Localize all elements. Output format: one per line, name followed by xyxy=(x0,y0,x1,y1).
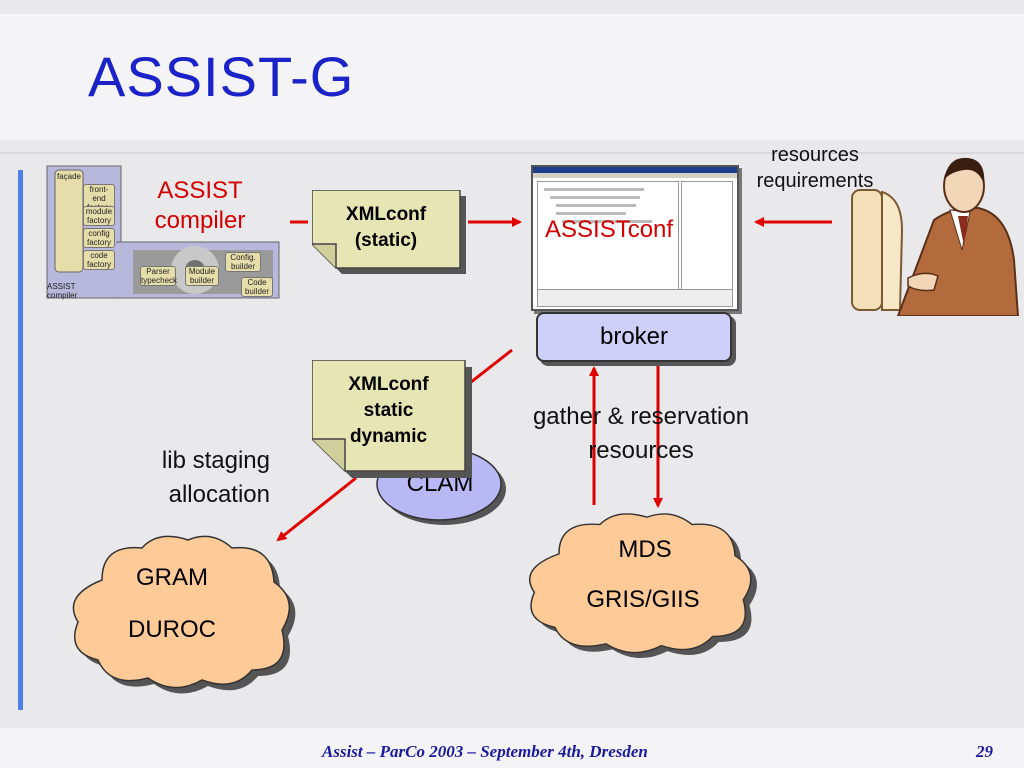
gram-duroc-cloud: GRAM DUROC xyxy=(62,530,306,694)
gram-cloud-shape xyxy=(72,535,296,694)
broker-box: broker xyxy=(536,312,732,362)
facade-label: façade xyxy=(56,172,82,181)
assist-compiler-line1: ASSIST xyxy=(157,177,243,204)
arrow-note-to-gram xyxy=(276,476,357,542)
resources-requirements-line1: resources xyxy=(771,144,859,166)
title-divider xyxy=(0,152,1024,154)
mds-cloud: MDS GRIS/GIIS xyxy=(518,508,768,659)
gather-line2: resources xyxy=(588,437,694,464)
compiler-caption: ASSIST compiler xyxy=(47,282,78,300)
broker-label: broker xyxy=(599,323,669,350)
assistconf-panel-side xyxy=(681,181,733,291)
part-config-builder: Config. builder xyxy=(225,252,261,272)
xmlconf-static-line1: XMLconf xyxy=(345,204,427,225)
lib-staging-label: lib staging allocation xyxy=(120,444,270,512)
assist-compiler-line2: compiler xyxy=(154,207,246,234)
mds-cloud-shape xyxy=(529,513,757,659)
xmlconf-dynamic-note-shape xyxy=(311,359,472,478)
factory-module: module factory xyxy=(83,206,115,226)
xmlconf-dynamic-line2: static xyxy=(363,400,414,421)
part-code-builder: Code builder xyxy=(241,277,273,297)
factory-config: config factory xyxy=(83,228,115,248)
lib-staging-line1: lib staging xyxy=(161,447,270,474)
assistconf-window xyxy=(531,165,739,311)
assistconf-menubar xyxy=(533,173,737,178)
xmlconf-dynamic-note: XMLconf static dynamic xyxy=(311,359,472,478)
factory-code: code factory xyxy=(83,250,115,270)
xmlconf-static-line2: (static) xyxy=(354,230,418,251)
page-number: 29 xyxy=(976,742,993,761)
xmlconf-dynamic-line3: dynamic xyxy=(349,426,428,447)
footer-text: Assist – ParCo 2003 – September 4th, Dre… xyxy=(322,742,648,761)
assistconf-label: ASSISTconf xyxy=(545,216,674,243)
assist-compiler-label: ASSIST compiler xyxy=(140,176,260,236)
resources-requirements-label: resources requirements xyxy=(742,142,888,194)
mds-label: MDS xyxy=(618,536,672,563)
slide-title: ASSIST-G xyxy=(88,45,355,108)
xmlconf-static-note-shape xyxy=(311,189,466,274)
duroc-label: DUROC xyxy=(128,616,216,643)
part-module-builder: Module builder xyxy=(185,266,219,286)
arrow-broker-to-note xyxy=(465,348,513,388)
gram-label: GRAM xyxy=(136,564,208,591)
gather-line1: gather & reservation xyxy=(532,403,750,430)
part-parser: Parser typecheck xyxy=(140,266,178,286)
compiler-diagram: façade front-end factory module factory … xyxy=(45,164,281,302)
footer-band xyxy=(0,728,1024,768)
user-at-computer-svg xyxy=(851,157,1020,317)
gather-reservation-label: gather & reservation resources xyxy=(500,400,782,468)
title-band xyxy=(0,14,1024,140)
xmlconf-dynamic-line1: XMLconf xyxy=(348,374,429,395)
xmlconf-static-note: XMLconf (static) xyxy=(311,189,466,274)
assistconf-status-panel xyxy=(537,289,733,307)
lib-staging-line2: allocation xyxy=(168,481,270,508)
user-at-computer-icon xyxy=(838,150,1020,317)
left-accent-bar xyxy=(18,170,23,710)
resources-requirements-line2: requirements xyxy=(756,170,874,192)
assistconf-titlebar xyxy=(533,167,737,173)
assistconf-panel-tree xyxy=(537,181,679,291)
gris-giis-label: GRIS/GIIS xyxy=(586,586,700,613)
